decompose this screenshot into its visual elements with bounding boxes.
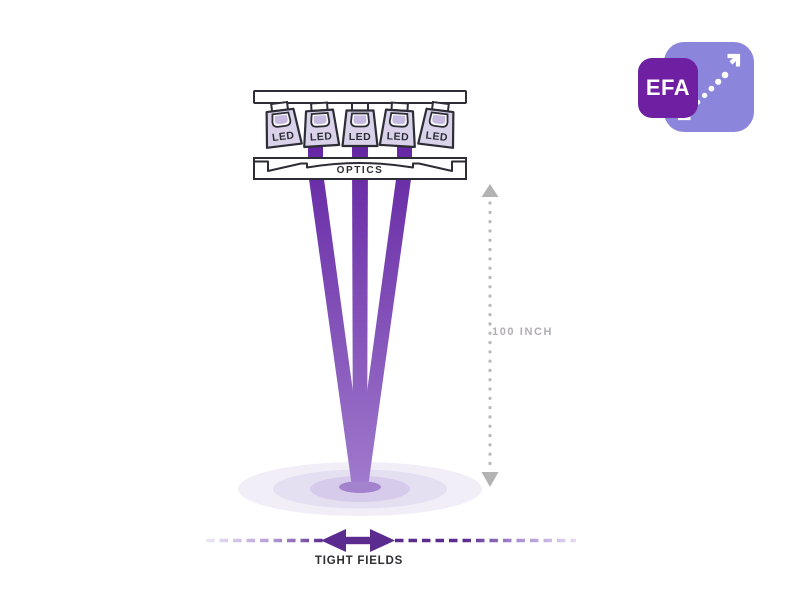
distance-measure-line xyxy=(481,184,499,487)
tight-fields-label: TIGHT FIELDS xyxy=(314,555,404,567)
optics-bar: OPTICS xyxy=(253,157,467,180)
led-label: LED xyxy=(310,130,333,143)
light-beams xyxy=(308,146,412,493)
spread-measure-line xyxy=(206,529,576,552)
led-lens-inner xyxy=(353,115,367,124)
spread-arrow-left-icon xyxy=(321,529,346,552)
led-neck xyxy=(351,102,369,112)
beam-focus-spot xyxy=(339,481,381,493)
beam-right xyxy=(354,146,412,487)
led-module-1: LED xyxy=(257,99,306,151)
efa-logo-badge: EFA xyxy=(638,58,698,118)
spread-arrow-right-icon xyxy=(370,529,395,552)
optics-label: OPTICS xyxy=(336,165,384,176)
led-module-4: LED xyxy=(375,101,422,151)
beam-left xyxy=(308,146,366,487)
spread-arrow-shaft xyxy=(344,536,372,545)
optics-lens-profile-icon xyxy=(255,160,465,172)
led-label: LED xyxy=(271,129,295,144)
beam-center xyxy=(352,146,368,487)
led-lens-inner xyxy=(392,115,406,125)
measure-arrow-down-icon xyxy=(481,472,499,487)
led-module-3: LED xyxy=(338,102,382,149)
led-label: LED xyxy=(386,130,409,143)
led-lens-inner xyxy=(274,114,288,125)
measure-arrow-up-icon xyxy=(481,184,499,197)
led-module-2: LED xyxy=(297,101,344,151)
led-module-5: LED xyxy=(413,99,462,151)
led-label: LED xyxy=(425,129,449,144)
efa-logo: EFA xyxy=(638,40,758,136)
led-lens-inner xyxy=(432,114,446,125)
led-label: LED xyxy=(349,131,372,143)
efa-logo-text: EFA xyxy=(645,75,691,100)
distance-label: 100 INCH xyxy=(492,326,554,338)
led-lens-inner xyxy=(313,115,327,125)
